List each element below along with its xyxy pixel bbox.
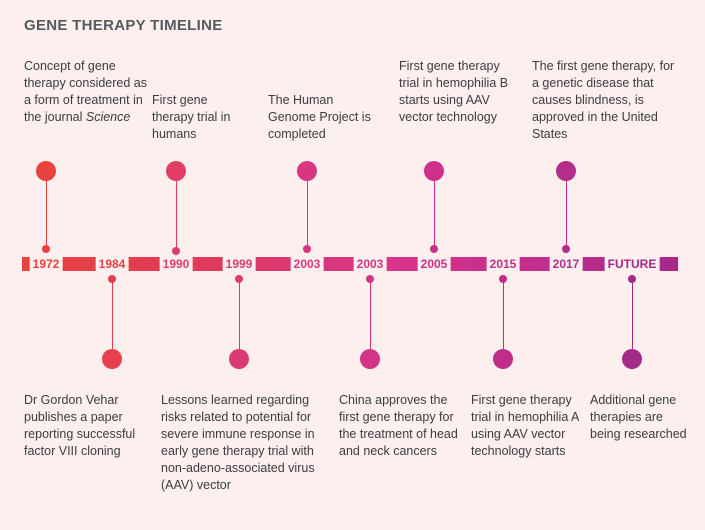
timeline-connector [503, 279, 504, 349]
event-description: The Human Genome Project is completed [268, 93, 371, 141]
timeline-year-label: 2005 [417, 257, 451, 271]
event-marker [622, 349, 642, 369]
event-marker [229, 349, 249, 369]
timeline-dot [562, 245, 570, 253]
event-description: Additional gene therapies are being rese… [590, 393, 687, 441]
timeline-year-label: 1999 [222, 257, 256, 271]
timeline-year-label: FUTURE [604, 257, 660, 271]
timeline-connector [112, 279, 113, 349]
timeline-connector [239, 279, 240, 349]
event-marker [556, 161, 576, 181]
event-marker [166, 161, 186, 181]
timeline-connector [566, 180, 567, 247]
timeline-dot [42, 245, 50, 253]
timeline-connector [632, 279, 633, 349]
event-description: China approves the first gene therapy fo… [339, 393, 458, 458]
timeline-year-label: 1990 [159, 257, 193, 271]
event-description: First gene therapy trial in hemophilia A… [471, 393, 579, 458]
timeline-dot [430, 245, 438, 253]
timeline-connector [370, 279, 371, 349]
timeline-dot [172, 247, 180, 255]
event-description: Dr Gordon Vehar publishes a paper report… [24, 393, 136, 458]
event-marker [493, 349, 513, 369]
timeline-connector [434, 180, 435, 247]
timeline-dot [303, 245, 311, 253]
timeline-year-label: 2003 [290, 257, 324, 271]
timeline-year-label: 2003 [353, 257, 387, 271]
event-marker [102, 349, 122, 369]
journal-name: Science [85, 110, 131, 124]
event-marker [424, 161, 444, 181]
event-description: The first gene therapy, for a genetic di… [532, 59, 675, 141]
timeline-connector [176, 180, 177, 249]
timeline-year-label: 2015 [486, 257, 520, 271]
page-title: GENE THERAPY TIMELINE [24, 17, 223, 34]
event-marker [360, 349, 380, 369]
event-marker [36, 161, 56, 181]
timeline-year-label: 2017 [549, 257, 583, 271]
event-description: Concept of gene therapy considered as a … [24, 58, 149, 126]
timeline-year-label: 1972 [29, 257, 63, 271]
event-description: First gene therapy trial in humans [152, 93, 231, 141]
timeline-year-label: 1984 [95, 257, 129, 271]
timeline-connector [46, 180, 47, 247]
event-description: Lessons learned regarding risks related … [161, 393, 315, 492]
event-description: First gene therapy trial in hemophilia B… [399, 59, 509, 124]
event-description-text: Concept of gene therapy considered as a … [24, 59, 147, 124]
event-marker [297, 161, 317, 181]
timeline-connector [307, 180, 308, 247]
